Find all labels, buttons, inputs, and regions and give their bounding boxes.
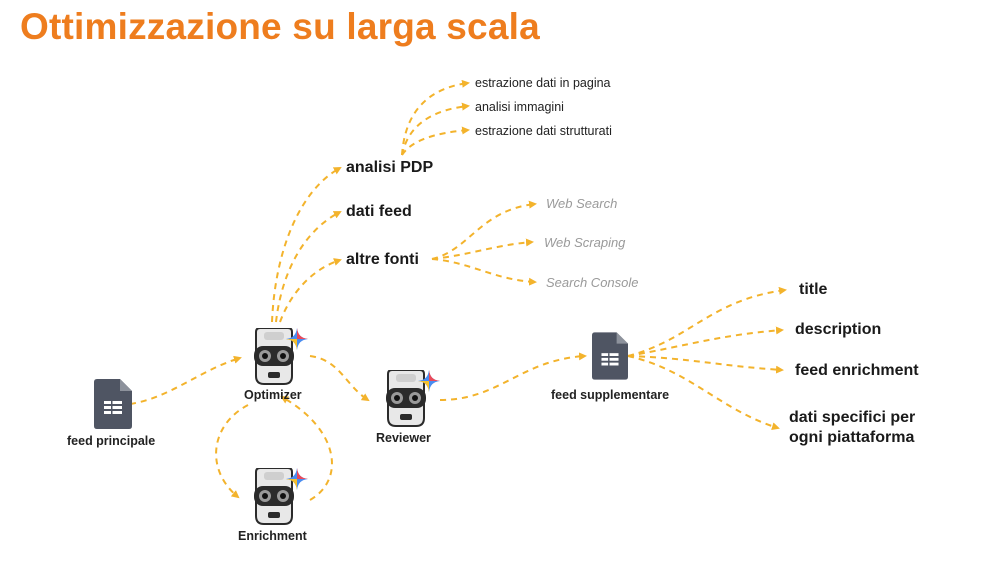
arrow-pdp-to-item-2 xyxy=(401,102,470,156)
arrow-enrichment-to-optimizer xyxy=(280,396,333,501)
arrow-supp-to-description xyxy=(627,326,784,357)
optimizer-label: Optimizer xyxy=(244,388,302,402)
arrow-optimizer-to-altre-fonti xyxy=(279,258,342,323)
gemini-sparkle-icon xyxy=(286,468,308,490)
arrow-altre-to-web-search xyxy=(431,200,537,260)
feed-supplementare-node xyxy=(592,332,628,380)
reviewer-label: Reviewer xyxy=(376,431,431,445)
optimizer-node xyxy=(250,327,310,386)
output-item: dati specifici per ogni piattaforma xyxy=(789,409,916,446)
enrichment-node xyxy=(250,467,310,526)
arrow-optimizer-to-analisi-pdp xyxy=(271,167,342,323)
reviewer-node xyxy=(382,369,442,428)
arrow-optimizer-to-reviewer xyxy=(309,355,370,402)
robot-agent-icon xyxy=(254,327,294,385)
arrow-optimizer-to-enrichment xyxy=(215,404,249,499)
output-item: title xyxy=(799,281,828,298)
arrow-pdp-to-item-3 xyxy=(401,126,470,156)
arrow-supp-to-feed-enrichment xyxy=(627,355,784,374)
source-dati-feed: dati feed xyxy=(346,203,412,220)
spreadsheet-document-icon xyxy=(592,332,628,380)
feed-principale-node xyxy=(94,379,132,429)
feed-supplementare-label: feed supplementare xyxy=(551,388,670,402)
gemini-sparkle-icon xyxy=(286,328,308,350)
pdp-item: estrazione dati strutturati xyxy=(475,124,612,138)
arrow-altre-to-search-console xyxy=(431,258,537,286)
pdp-item: analisi immagini xyxy=(475,100,564,114)
other-source-item: Web Scraping xyxy=(544,235,626,250)
arrow-feed-to-optimizer xyxy=(129,355,242,405)
arrow-optimizer-to-dati-feed xyxy=(275,211,342,323)
robot-agent-icon xyxy=(254,467,294,525)
spreadsheet-document-icon xyxy=(94,379,132,429)
other-source-item: Web Search xyxy=(546,196,618,211)
arrow-supp-to-title xyxy=(627,286,787,357)
source-analisi-pdp: analisi PDP xyxy=(346,159,434,176)
arrow-supp-to-dati-specifici xyxy=(627,355,780,431)
page-title: Ottimizzazione su larga scala xyxy=(20,6,540,47)
enrichment-label: Enrichment xyxy=(238,529,307,543)
gemini-sparkle-icon xyxy=(418,370,440,392)
feed-principale-label: feed principale xyxy=(67,434,156,448)
arrow-altre-to-web-scraping xyxy=(431,238,534,260)
output-item: description xyxy=(795,321,882,338)
output-item: feed enrichment xyxy=(795,362,919,379)
other-source-item: Search Console xyxy=(546,275,639,290)
arrow-pdp-to-item-1 xyxy=(401,79,470,156)
robot-agent-icon xyxy=(386,369,426,427)
pdp-item: estrazione dati in pagina xyxy=(475,76,611,90)
source-altre-fonti: altre fonti xyxy=(346,251,419,268)
